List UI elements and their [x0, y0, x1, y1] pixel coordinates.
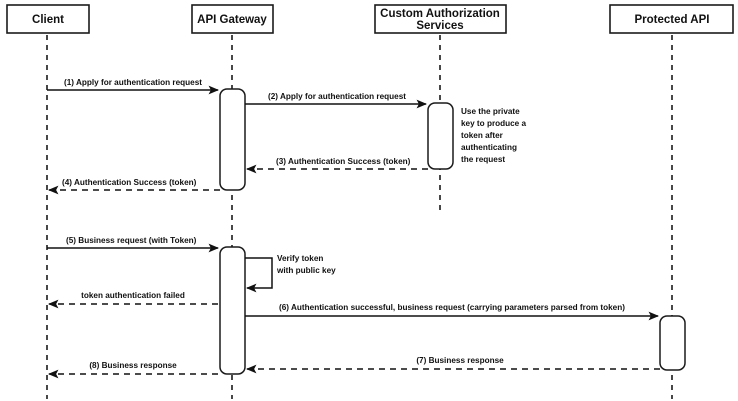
actor-label-custom-authorization-services-line1: Custom Authorization: [380, 8, 500, 20]
actor-label-protected-api: Protected API: [635, 14, 710, 26]
actor-box-client[interactable]: [6, 4, 90, 34]
note-line-3: token after: [461, 131, 504, 140]
note-line-5: the request: [461, 155, 505, 164]
message-label-1: (1) Apply for authentication request: [64, 78, 202, 87]
self-message-arrow-verify-token: [245, 257, 273, 293]
message-label-6: (6) Authentication successful, business …: [279, 303, 625, 312]
note-line-4: authenticating: [461, 143, 517, 152]
actor-box-protected-api[interactable]: [609, 4, 734, 34]
message-label-2: (2) Apply for authentication request: [268, 92, 406, 101]
actor-label-api-gateway: API Gateway: [197, 14, 267, 26]
message-label-8: (8) Business response: [89, 361, 177, 370]
activation-protected-api: [659, 315, 686, 371]
actor-label-client: Client: [32, 14, 64, 26]
self-message-label-line2: with public key: [276, 266, 336, 275]
message-label-token-authentication-failed: token authentication failed: [81, 291, 185, 300]
actor-box-custom-authorization-services[interactable]: [374, 4, 507, 34]
activation-custom-authorization-services: [427, 102, 454, 170]
activation-api-gateway-1: [219, 88, 246, 191]
actor-label-custom-authorization-services-line2: Services: [416, 20, 463, 32]
actor-box-api-gateway[interactable]: [191, 4, 274, 34]
self-message-label-line1: Verify token: [277, 254, 323, 263]
message-label-7: (7) Business response: [416, 356, 504, 365]
activation-api-gateway-2: [219, 246, 246, 375]
message-label-3: (3) Authentication Success (token): [276, 157, 411, 166]
message-label-4: (4) Authentication Success (token): [62, 178, 197, 187]
note-line-2: key to produce a: [461, 119, 527, 128]
message-label-5: (5) Business request (with Token): [66, 236, 197, 245]
note-line-1: Use the private: [461, 107, 520, 116]
